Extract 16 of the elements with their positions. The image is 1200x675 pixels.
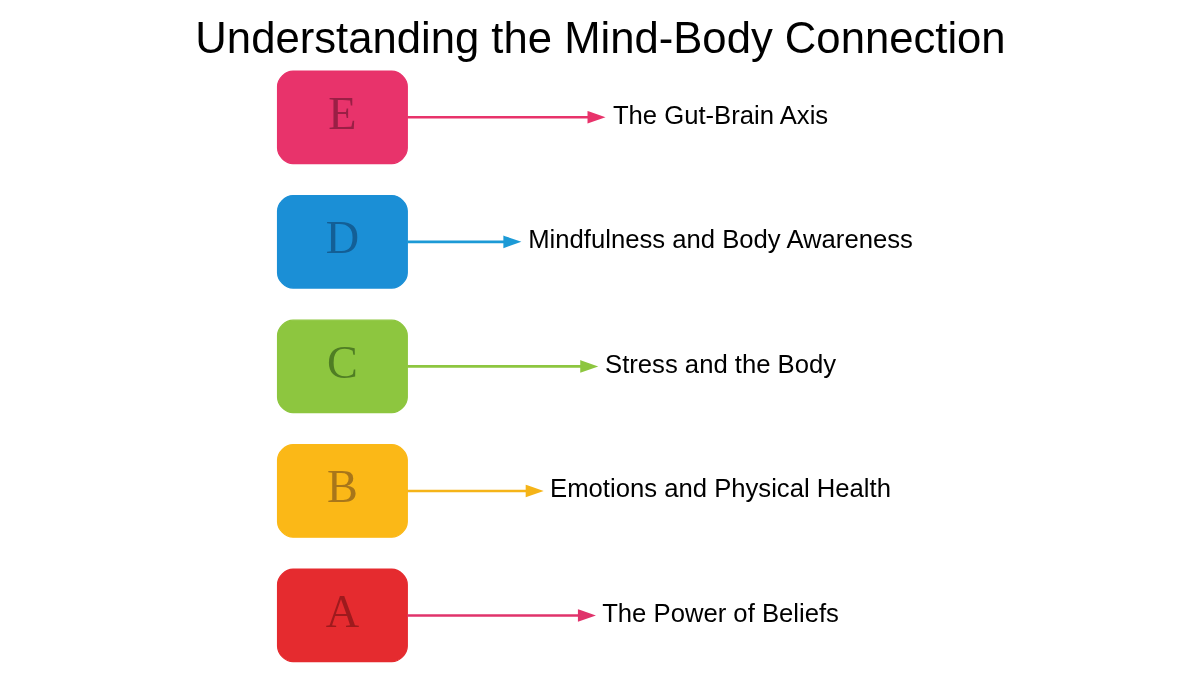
node-box: C: [276, 319, 408, 414]
node-text: The Power of Beliefs: [601, 598, 839, 627]
arrow: [406, 360, 598, 373]
node-box: D: [276, 195, 408, 289]
arrow: [406, 235, 521, 249]
node-box: B: [276, 444, 408, 538]
arrow: [406, 111, 606, 124]
diagram-title: Understanding the Mind-Body Connection: [194, 13, 1006, 63]
arrow: [406, 609, 596, 622]
node-box: A: [276, 568, 408, 663]
node-box: E: [276, 70, 408, 165]
node-text: Stress and the Body: [604, 349, 836, 378]
node-text: Mindfulness and Body Awareness: [527, 225, 913, 254]
node-text: Emotions and Physical Health: [549, 474, 891, 503]
arrow: [406, 484, 544, 498]
node-text: The Gut-Brain Axis: [612, 100, 828, 129]
